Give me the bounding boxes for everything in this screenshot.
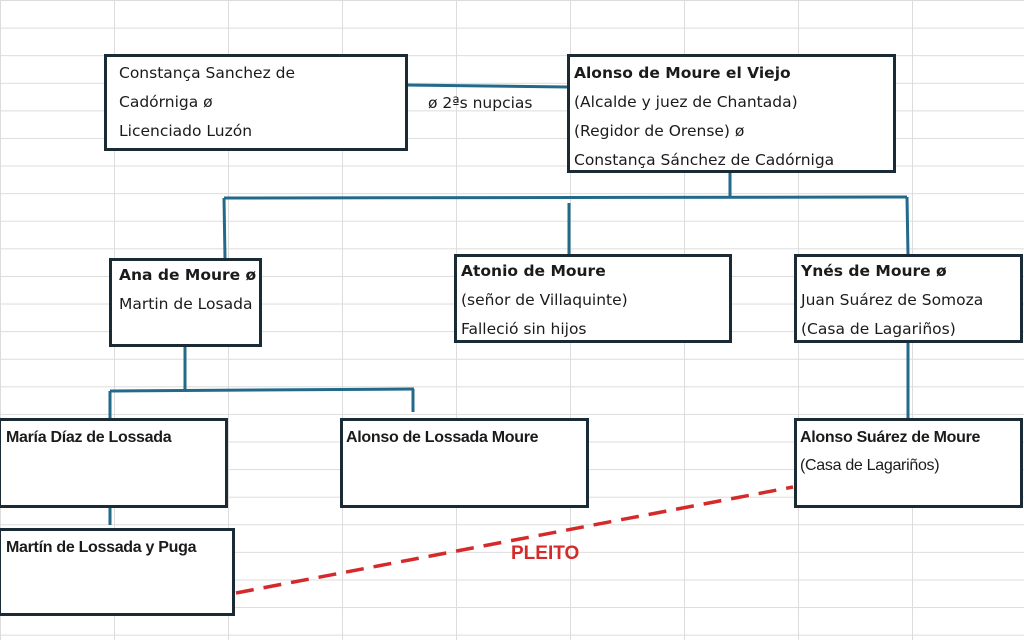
- node-ynes: Ynés de Moure ø Juan Suárez de Somoza (C…: [794, 254, 1023, 343]
- node-line: Licenciado Luzón: [119, 122, 253, 140]
- node-line: Cadórniga ø: [119, 93, 213, 111]
- node-line: Constança Sanchez de: [119, 64, 296, 82]
- node-line: (señor de Villaquinte): [461, 291, 628, 309]
- lawsuit-dashed-line: [235, 485, 794, 595]
- lawsuit-label: PLEITO: [511, 543, 580, 564]
- node-line: (Casa de Lagariños): [801, 320, 956, 338]
- node-name: Alonso Suárez de Moure: [800, 429, 981, 446]
- node-line: (Regidor de Orense) ø: [574, 122, 745, 140]
- node-constanza-luzon: Constança Sanchez de Cadórniga ø Licenci…: [104, 54, 408, 151]
- marriage-connector: [404, 83, 569, 89]
- node-martin-puga: Martín de Lossada y Puga: [0, 528, 235, 616]
- node-line: Constança Sánchez de Cadórniga: [574, 151, 835, 169]
- ana-children-bar: [109, 387, 415, 393]
- marriage-label: ø 2ªs nupcias: [428, 94, 533, 112]
- node-ana: Ana de Moure ø Martin de Losada: [109, 258, 262, 347]
- node-maria: María Díaz de Lossada: [0, 418, 228, 508]
- node-name: Martín de Lossada y Puga: [6, 539, 197, 556]
- ana-drop: [222, 197, 227, 259]
- node-alonso-suarez: Alonso Suárez de Moure (Casa de Lagariño…: [794, 418, 1023, 508]
- node-line: (Alcalde y juez de Chantada): [574, 93, 798, 111]
- node-name: Atonio de Moure: [461, 262, 606, 280]
- node-line: Falleció sin hijos: [461, 320, 587, 338]
- node-name: Alonso de Lossada Moure: [346, 429, 539, 446]
- node-name: María Díaz de Lossada: [6, 429, 172, 446]
- node-name: Ana de Moure ø: [119, 266, 257, 284]
- node-line: Martin de Losada: [119, 295, 253, 313]
- children-bar: [223, 195, 908, 200]
- node-alonso-viejo: Alonso de Moure el Viejo (Alcalde y juez…: [567, 54, 896, 173]
- node-alonso-lossada: Alonso de Lossada Moure: [340, 418, 589, 508]
- node-name: Ynés de Moure ø: [801, 262, 947, 280]
- node-name: Alonso de Moure el Viejo: [574, 64, 791, 82]
- node-line: Juan Suárez de Somoza: [801, 291, 984, 309]
- ynes-drop: [905, 196, 910, 256]
- node-line: (Casa de Lagariños): [800, 456, 940, 474]
- node-atonio: Atonio de Moure (señor de Villaquinte) F…: [454, 254, 732, 343]
